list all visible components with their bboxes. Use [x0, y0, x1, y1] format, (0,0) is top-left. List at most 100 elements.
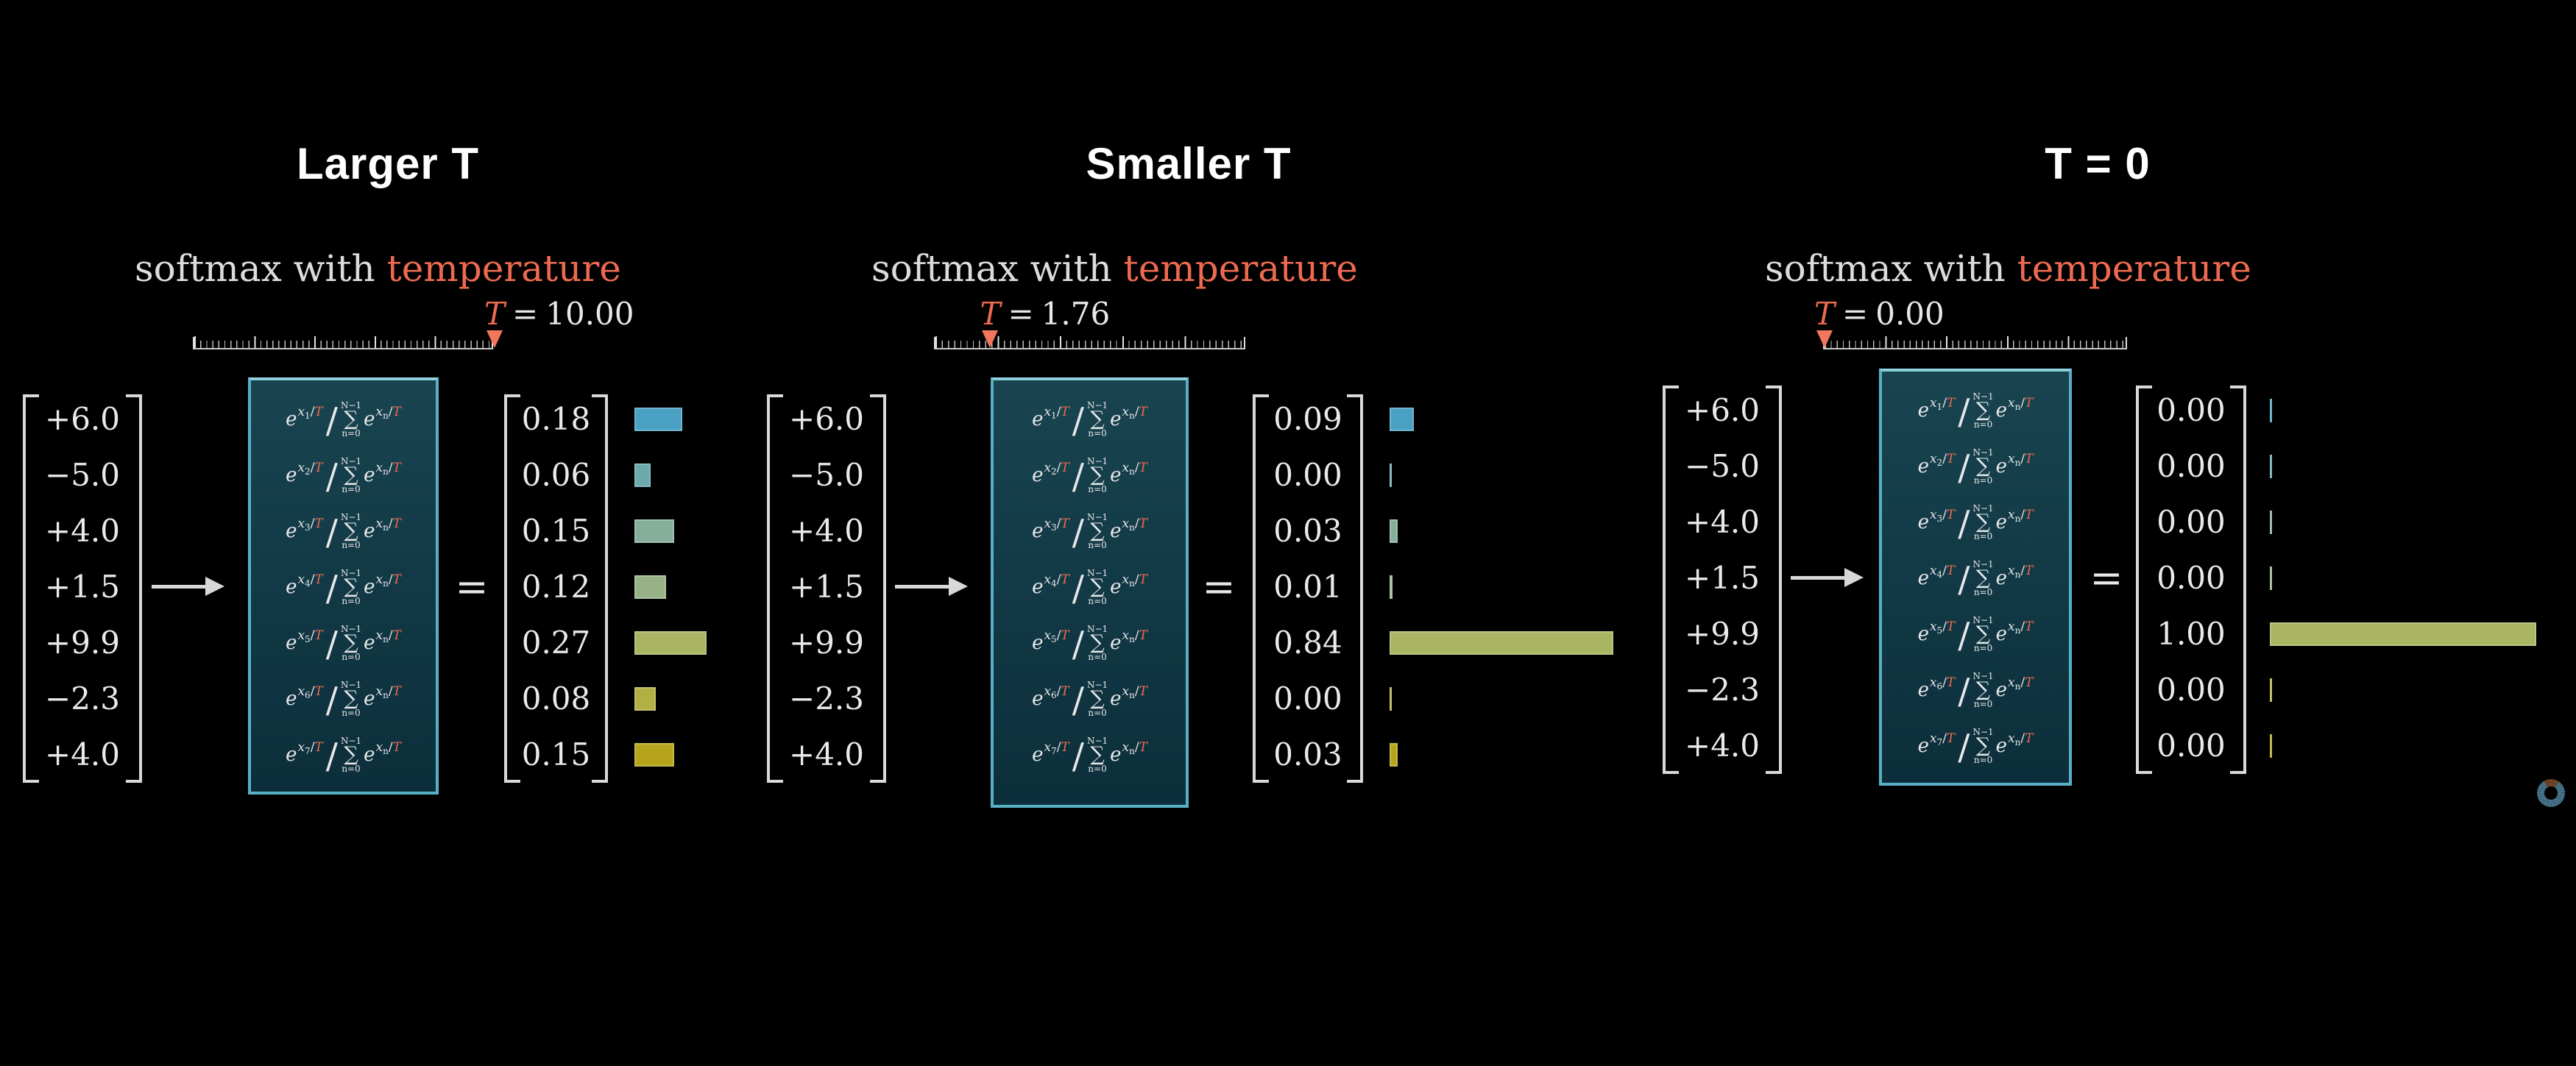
- output-value: 0.15: [521, 513, 591, 549]
- temperature-slider[interactable]: [1816, 330, 2127, 349]
- input-value: −2.3: [1685, 672, 1760, 708]
- probability-bar: [1390, 687, 1392, 711]
- output-value: 0.15: [521, 736, 591, 772]
- input-value: +4.0: [1685, 728, 1760, 764]
- softmax-caption-accent: temperature: [1123, 247, 1358, 290]
- output-value: 0.09: [1273, 401, 1342, 437]
- probability-bar: [634, 575, 666, 599]
- probability-bar: [2270, 455, 2272, 478]
- temperature-symbol: T: [980, 296, 1001, 332]
- temperature-equals: =: [1842, 296, 1869, 332]
- equals-sign: =: [1202, 564, 1236, 610]
- temperature-slider[interactable]: [934, 330, 1245, 349]
- probability-bar: [1390, 743, 1398, 767]
- probability-bar: [1390, 463, 1392, 487]
- temperature-readout: T=10.00: [484, 296, 634, 332]
- probability-bar: [1390, 408, 1414, 431]
- input-value: +1.5: [789, 569, 864, 605]
- softmax-caption: softmax with temperature: [135, 247, 621, 290]
- output-value: 0.00: [2156, 504, 2226, 540]
- input-value: +9.9: [45, 625, 120, 661]
- output-value: 0.00: [2156, 728, 2226, 764]
- panel-title: Larger T: [296, 139, 480, 189]
- input-value: +6.0: [45, 401, 120, 437]
- temperature-equals: =: [1008, 296, 1034, 332]
- equals-sign: =: [455, 564, 489, 610]
- probability-bar: [634, 408, 682, 431]
- input-value: −2.3: [45, 681, 120, 717]
- output-value: 0.06: [521, 457, 591, 493]
- softmax-caption: softmax with temperature: [1765, 247, 2251, 290]
- output-value: 0.84: [1273, 625, 1342, 661]
- input-value: +4.0: [45, 513, 120, 549]
- input-vector: +6.0−5.0+4.0+1.5+9.9−2.3+4.0: [767, 394, 886, 783]
- panel-title: Smaller T: [1086, 139, 1292, 189]
- input-vector: +6.0−5.0+4.0+1.5+9.9−2.3+4.0: [23, 394, 142, 783]
- input-value: +1.5: [1685, 560, 1760, 596]
- probability-bar: [634, 687, 656, 711]
- arrow-icon: [1791, 568, 1864, 587]
- output-value: 0.01: [1273, 569, 1342, 605]
- arrow-icon: [152, 577, 224, 596]
- input-value: −2.3: [789, 681, 864, 717]
- probability-bar: [1390, 631, 1613, 655]
- softmax-caption-plain: softmax with: [135, 247, 387, 290]
- softmax-caption-plain: softmax with: [871, 247, 1124, 290]
- slider-marker-icon[interactable]: [982, 330, 999, 348]
- slider-marker-icon[interactable]: [486, 330, 503, 348]
- temperature-symbol: T: [1814, 296, 1836, 332]
- temperature-readout: T=1.76: [980, 296, 1110, 332]
- probability-bar: [634, 463, 651, 487]
- output-value: 0.00: [2156, 672, 2226, 708]
- output-value: 0.03: [1273, 513, 1342, 549]
- panel-title: T = 0: [2045, 139, 2151, 189]
- loading-spinner-icon: [2537, 779, 2565, 807]
- output-value: 0.00: [1273, 681, 1342, 717]
- input-value: +9.9: [1685, 616, 1760, 652]
- input-value: +4.0: [789, 513, 864, 549]
- probability-bar: [2270, 566, 2272, 590]
- probability-bar: [1390, 575, 1393, 599]
- probability-bar: [2270, 678, 2272, 702]
- probability-bar: [634, 519, 674, 543]
- output-value: 0.00: [2156, 448, 2226, 484]
- input-vector: +6.0−5.0+4.0+1.5+9.9−2.3+4.0: [1663, 385, 1782, 774]
- probability-bar: [2270, 511, 2272, 534]
- input-value: +1.5: [45, 569, 120, 605]
- probability-bar: [634, 631, 707, 655]
- input-value: −5.0: [789, 457, 864, 493]
- output-value: 0.00: [2156, 392, 2226, 428]
- probability-bar: [1390, 519, 1398, 543]
- output-value: 0.08: [521, 681, 591, 717]
- temperature-slider[interactable]: [193, 330, 503, 349]
- slider-marker-icon[interactable]: [1816, 330, 1833, 348]
- input-value: +6.0: [789, 401, 864, 437]
- probability-bar: [634, 743, 674, 767]
